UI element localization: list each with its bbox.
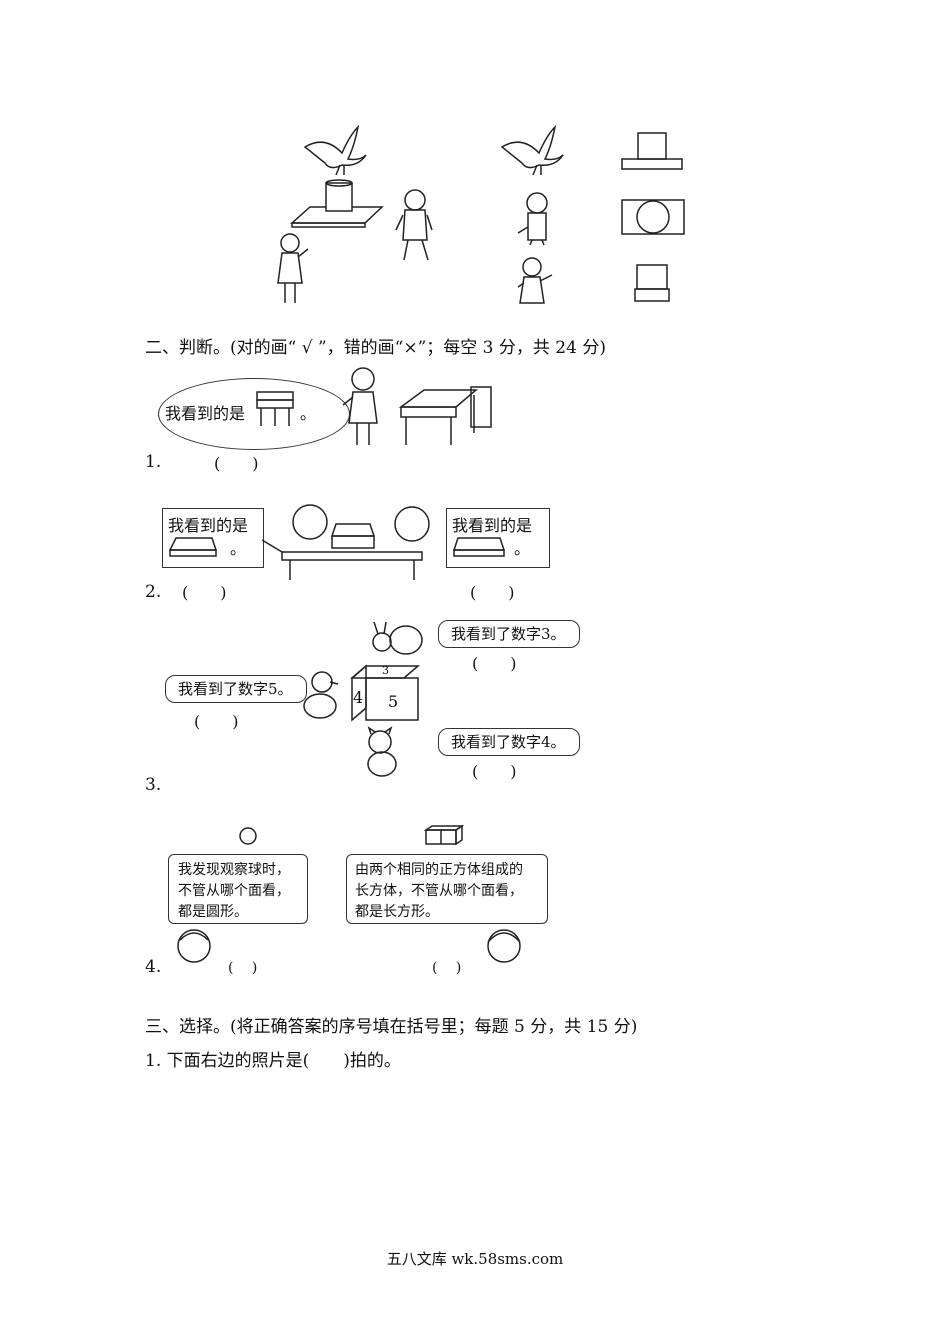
girl-figure — [277, 233, 309, 303]
q4-right-line-2: 长方体，不管从哪个面看， — [355, 883, 523, 899]
cube-front-number: 5 — [388, 692, 399, 711]
q4-left-line-1: 我发现观察球时， — [178, 862, 290, 878]
platform-cylinder — [290, 179, 384, 228]
book-stack-icon — [168, 537, 218, 557]
q4-right-line-3: 都是长方形。 — [355, 904, 439, 920]
q4-right-line-1: 由两个相同的正方体组成的 — [355, 862, 523, 878]
q1-bubble-end: 。 — [300, 404, 317, 423]
two-boys-at-table-figure — [261, 504, 430, 580]
bee-answer-blank[interactable]: ( ) — [472, 654, 517, 673]
boy-face-icon — [177, 929, 211, 963]
duck-speech-bubble: 我看到了数字5。 — [165, 675, 307, 703]
duck-answer-blank[interactable]: ( ) — [194, 712, 239, 731]
side-view-shape — [634, 264, 670, 302]
section-3-question-1: 1. 下面右边的照片是( )拍的。 — [145, 1051, 401, 1071]
q2-right-bubble-text: 我看到的是 — [452, 516, 533, 535]
bird-icon — [500, 124, 564, 176]
book-stack-icon — [452, 537, 506, 557]
q2-right-bubble-end: 。 — [514, 539, 531, 558]
cat-icon — [367, 726, 397, 777]
q1-bubble-text: 我看到的是 — [165, 404, 246, 423]
q2-answer-right-blank[interactable]: ( ) — [470, 583, 515, 602]
q4-answer-right-blank[interactable]: ( ) — [432, 960, 462, 976]
page-footer: 五八文库 wk.58sms.com — [386, 1250, 564, 1268]
ball-icon — [239, 827, 257, 845]
cuboid-icon — [423, 824, 465, 846]
q4-number: 4. — [145, 957, 162, 977]
q4-left-line-3: 都是圆形。 — [178, 904, 248, 920]
cube-top-number: 3 — [382, 664, 389, 677]
q3-number: 3. — [145, 775, 162, 795]
bee-speech-bubble: 我看到了数字3。 — [438, 620, 580, 648]
girl-pointing-figure — [342, 367, 378, 445]
cube-left-number: 4 — [353, 688, 364, 707]
top-view-shape — [621, 132, 683, 170]
q1-answer-blank[interactable]: ( ) — [214, 454, 259, 473]
q1-number: 1. — [145, 452, 162, 472]
boy-figure — [395, 189, 433, 261]
chair-front-view-icon — [256, 391, 294, 426]
q2-left-bubble-text: 我看到的是 — [168, 516, 249, 535]
cat-speech-bubble: 我看到了数字4。 — [438, 728, 580, 756]
q4-right-bubble-text: 由两个相同的正方体组成的 长方体，不管从哪个面看， 都是长方形。 — [355, 860, 523, 923]
q4-left-line-2: 不管从哪个面看， — [178, 883, 290, 899]
numbered-cube-icon — [349, 664, 421, 722]
q4-right-bubble — [346, 854, 548, 924]
boy-side-figure — [517, 192, 548, 246]
q2-left-bubble — [162, 508, 264, 568]
girl-side-figure — [517, 257, 553, 304]
q4-left-bubble — [168, 854, 308, 924]
top-figure — [270, 115, 710, 315]
section-2-heading: 二、判断。(对的画“ √ ”，错的画“×”；每空 3 分，共 24 分) — [145, 338, 606, 358]
observation-scene — [277, 124, 685, 304]
q2-number: 2. — [145, 582, 162, 602]
q4-left-bubble-text: 我发现观察球时， 不管从哪个面看， 都是圆形。 — [178, 860, 290, 923]
bird-icon — [303, 124, 367, 176]
q2-left-bubble-end: 。 — [230, 539, 247, 558]
q2-answer-left-blank[interactable]: ( ) — [182, 583, 227, 602]
section-3-heading: 三、选择。(将正确答案的序号填在括号里；每题 5 分，共 15 分) — [145, 1017, 638, 1037]
q2-right-bubble — [446, 508, 550, 568]
q4-answer-left-blank[interactable]: ( ) — [228, 960, 258, 976]
cat-answer-blank[interactable]: ( ) — [472, 762, 517, 781]
bee-icon — [372, 621, 423, 655]
table-and-chair-icon — [398, 386, 492, 445]
duck-icon — [303, 671, 339, 719]
boy-face-icon — [487, 929, 521, 963]
overhead-view-shape — [621, 199, 685, 235]
